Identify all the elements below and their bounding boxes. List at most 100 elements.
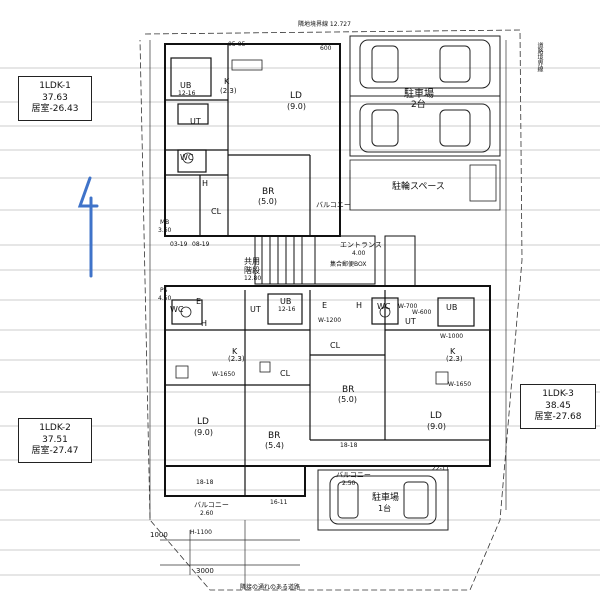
- stairs-area: 12.80: [244, 275, 262, 282]
- room-cl-right: CL: [330, 341, 341, 350]
- site-boundary: [139, 29, 523, 591]
- ps-size: 4.50: [158, 295, 172, 302]
- boundary-bottom: 隣接の通れのある道路: [240, 584, 301, 591]
- room-ub-right: UB: [446, 303, 458, 312]
- balcony-bottom-label: バルコニー: [194, 501, 229, 509]
- room-ld-top: LD: [290, 91, 302, 101]
- dim-w1650-right: W-1650: [448, 381, 472, 388]
- room-wc-top: WC: [180, 153, 194, 162]
- unit-box-1ldk-3: 1LDK-3 38.45 居室-27.68: [520, 384, 596, 430]
- dim-3000: 3000: [196, 567, 214, 575]
- bicycle-label: 駐輪スペース: [392, 182, 445, 192]
- building-outline-lower: [164, 285, 491, 497]
- unit-area: 38.45: [545, 400, 571, 411]
- balcony-top-label: バルコニー: [316, 201, 351, 209]
- parking-top-count: 2台: [411, 100, 426, 110]
- mb-label: MB: [160, 219, 170, 226]
- upper-walls: [165, 44, 311, 236]
- parking-area-top: [349, 35, 501, 157]
- room-k-right: K: [450, 347, 456, 356]
- room-br-right-size: (5.0): [338, 395, 357, 404]
- ps-label: PS: [160, 287, 168, 294]
- room-cl-left: CL: [280, 369, 291, 378]
- room-br-mid: BR: [268, 431, 281, 441]
- room-k-top-size: (2.3): [220, 87, 237, 95]
- room-br-top: BR: [262, 187, 275, 197]
- unit-name: 1LDK-3: [542, 389, 574, 399]
- stairs-label: 階段: [244, 266, 260, 275]
- dim-w1650-left: W-1650: [212, 371, 236, 378]
- dim-w700: W-700: [398, 303, 418, 310]
- parking-bottom-count: 1台: [378, 504, 392, 513]
- dim-w1200: W-1200: [318, 317, 342, 324]
- shared-label: 共用: [244, 257, 260, 266]
- room-k-top: K: [224, 77, 230, 86]
- room-br-top-size: (5.0): [258, 197, 277, 206]
- room-ld-left-size: (9.0): [194, 428, 213, 437]
- room-wc-left: WC: [170, 305, 184, 314]
- blue-marker: [77, 176, 99, 278]
- room-ut-right: UT: [405, 317, 416, 326]
- building-outline-upper: [164, 43, 341, 237]
- room-k-right-size: (2.3): [446, 355, 463, 363]
- road-right-label: 道路境界線: [536, 42, 543, 72]
- fixtures: [175, 59, 449, 385]
- unit-area: 37.51: [42, 434, 68, 445]
- unit-room-area: 居室-27.47: [31, 446, 79, 457]
- room-ld-left: LD: [197, 417, 209, 427]
- stairs: [254, 235, 416, 287]
- room-ld-right-size: (9.0): [427, 422, 446, 431]
- room-ub-left: UB: [280, 297, 292, 306]
- dim-w600: W-600: [412, 309, 432, 316]
- unit-room-area: 居室-26.43: [31, 104, 79, 115]
- guide-lines: [0, 67, 600, 576]
- dim-05-05: 05-05: [228, 41, 246, 48]
- room-h-top: H: [202, 179, 209, 188]
- dim-600: 600: [320, 45, 332, 52]
- mb-size: 3.60: [158, 227, 172, 234]
- room-h-left: H: [201, 319, 208, 328]
- room-ub-top-size: 12-16: [178, 90, 196, 97]
- unit-name: 1LDK-2: [39, 423, 71, 433]
- unit-name: 1LDK-1: [39, 81, 71, 91]
- unit-room-area: 居室-27.68: [534, 412, 582, 423]
- dim-08-19: 08-19: [192, 241, 210, 248]
- room-br-mid-size: (5.4): [265, 441, 284, 450]
- room-ld-top-size: (9.0): [287, 102, 306, 111]
- room-ub-top: UB: [180, 81, 192, 90]
- room-cl-top: CL: [211, 207, 222, 216]
- dim-18-18-right: 18-18: [340, 442, 358, 449]
- entrance-label: エントランス: [340, 241, 382, 249]
- lower-walls: [165, 290, 490, 496]
- unit-box-1ldk-2: 1LDK-2 37.51 居室-27.47: [18, 418, 92, 464]
- room-k-left: K: [232, 347, 238, 356]
- parking-area-bottom: [317, 469, 449, 531]
- bicycle-area: [349, 159, 501, 211]
- dim-w1000: W-1000: [440, 333, 464, 340]
- dim-18-18-left: 18-18: [196, 479, 214, 486]
- room-ut-left: UT: [250, 305, 261, 314]
- room-e-right: E: [322, 301, 328, 310]
- boundary-top: 隣地境界線 12.727: [298, 21, 351, 28]
- room-ub-left-size: 12-16: [278, 306, 296, 313]
- balcony-right-size: 2.50: [342, 480, 356, 487]
- parking-bottom-label: 駐車場: [372, 493, 400, 503]
- postbox-label: 集合郵便BOX: [330, 261, 367, 268]
- h-1100-label: H-1100: [190, 529, 212, 536]
- room-br-right: BR: [342, 385, 355, 395]
- room-wc-right: WC: [377, 302, 391, 311]
- balcony-right-label: バルコニー: [336, 471, 371, 479]
- room-e-left: E: [196, 297, 202, 306]
- unit-area: 37.63: [42, 92, 68, 103]
- dim-1000: 1000: [150, 531, 168, 539]
- balcony-bottom-size: 2.60: [200, 510, 214, 517]
- parking-top-label: 駐車場: [404, 89, 434, 100]
- room-ut-top: UT: [190, 117, 201, 126]
- dimension-lines: [149, 40, 507, 590]
- unit-box-1ldk-1: 1LDK-1 37.63 居室-26.43: [18, 76, 92, 122]
- entrance-size: 4.00: [352, 250, 366, 257]
- room-k-left-size: (2.3): [228, 355, 245, 363]
- room-ld-right: LD: [430, 411, 442, 421]
- room-h-right: H: [356, 301, 363, 310]
